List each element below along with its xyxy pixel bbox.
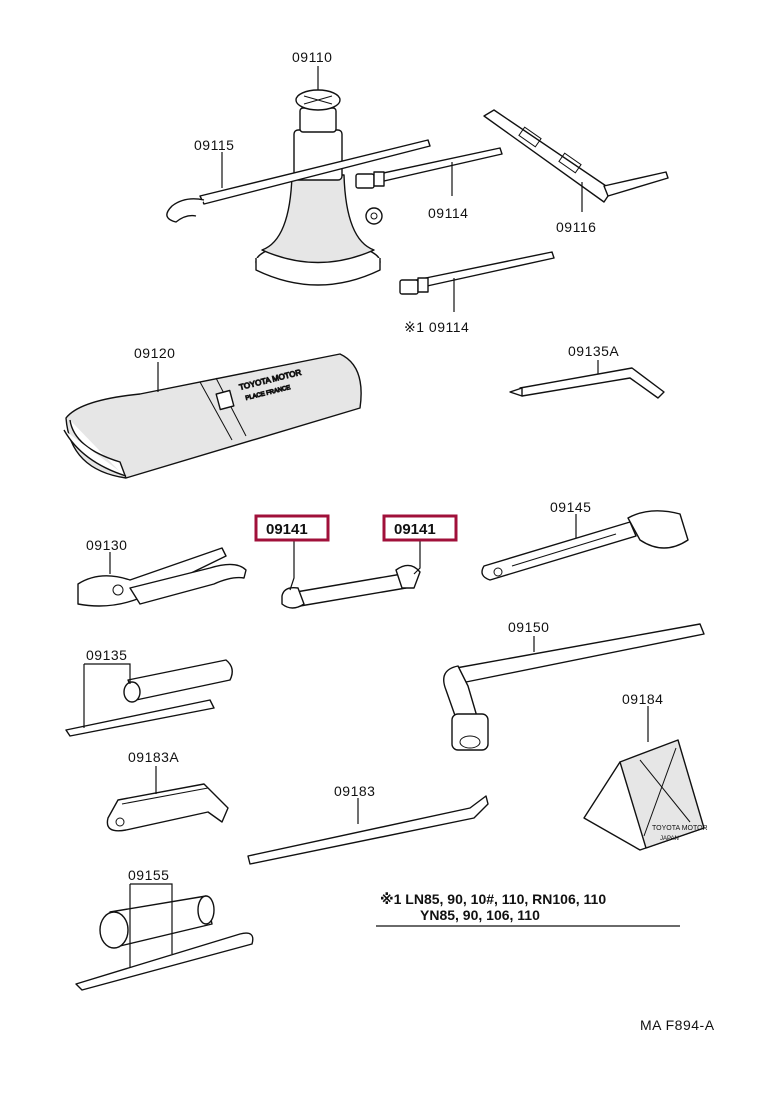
screwdriver-illustration bbox=[65, 659, 233, 737]
plug-wrench-illustration bbox=[75, 895, 254, 991]
crank-wrench-illustration bbox=[483, 109, 669, 203]
part-label-09183[interactable]: 09183 bbox=[334, 783, 375, 799]
jack-extension-bar-illustration bbox=[355, 147, 503, 189]
jack-handle-hook-illustration bbox=[166, 139, 431, 223]
part-label-09183A[interactable]: 09183A bbox=[128, 749, 179, 765]
highlight-box-09141-right[interactable] bbox=[382, 514, 458, 542]
jack-extension-bar-alt-illustration bbox=[399, 251, 555, 295]
combination-wrench-illustration bbox=[281, 564, 421, 609]
jack-illustration bbox=[255, 89, 383, 286]
part-label-09150[interactable]: 09150 bbox=[508, 619, 549, 635]
bracket-illustration bbox=[106, 783, 229, 832]
tool-bag-illustration: TOYOTA MOTOR PLACE FRANCE bbox=[63, 353, 362, 479]
pliers-illustration bbox=[77, 547, 247, 607]
part-label-09145[interactable]: 09145 bbox=[550, 499, 591, 515]
part-label-09135A[interactable]: 09135A bbox=[568, 343, 619, 359]
lug-wrench-illustration bbox=[443, 623, 705, 751]
part-label-09184[interactable]: 09184 bbox=[622, 691, 663, 707]
part-label-09116[interactable]: 09116 bbox=[556, 219, 596, 235]
part-label-09141-right[interactable]: 09141 bbox=[394, 521, 436, 538]
highlight-box-09141-left[interactable] bbox=[254, 514, 330, 542]
part-label-09155[interactable]: 09155 bbox=[128, 867, 169, 883]
diagram-code: MA F894-A bbox=[640, 1017, 715, 1033]
adjustable-wrench-illustration bbox=[481, 510, 689, 581]
part-label-09141-left[interactable]: 09141 bbox=[266, 521, 308, 538]
part-label-09114-alt[interactable]: ※1 09114 bbox=[404, 319, 469, 335]
applicability-note-line2: YN85, 90, 106, 110 bbox=[420, 907, 540, 923]
offset-screwdriver-illustration bbox=[509, 367, 665, 399]
part-label-09110[interactable]: 09110 bbox=[292, 49, 332, 65]
part-label-09135[interactable]: 09135 bbox=[86, 647, 127, 663]
part-label-09130[interactable]: 09130 bbox=[86, 537, 127, 553]
part-label-09115[interactable]: 09115 bbox=[194, 137, 234, 153]
chock-imprint-line2: JAPAN bbox=[660, 836, 679, 842]
jack-handle-rod-illustration bbox=[247, 795, 489, 865]
part-label-09114[interactable]: 09114 bbox=[428, 205, 468, 221]
applicability-note-line1: ※1 LN85, 90, 10#, 110, RN106, 110 bbox=[380, 891, 606, 907]
chock-imprint-line1: TOYOTA MOTOR bbox=[652, 825, 708, 832]
wheel-chock-illustration: TOYOTA MOTOR JAPAN bbox=[583, 739, 708, 851]
part-label-09120[interactable]: 09120 bbox=[134, 345, 175, 361]
